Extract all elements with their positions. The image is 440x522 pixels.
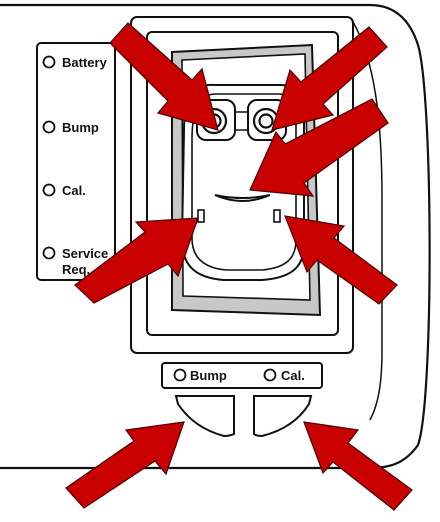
bottom-bump-label: Bump — [190, 368, 227, 383]
cal-led-icon — [42, 183, 56, 197]
left-latch — [197, 209, 205, 223]
arrow-right-button-icon — [303, 421, 413, 511]
battery-led-icon — [42, 55, 56, 69]
arrow-left-port — [109, 22, 219, 131]
right-port-core-icon — [258, 113, 274, 129]
right-button[interactable] — [253, 395, 313, 438]
arrow-right-port — [271, 26, 388, 131]
arrow-right-latch — [284, 215, 398, 305]
indicator-bump: Bump — [42, 120, 99, 135]
bottom-indicator-cal: Cal. — [263, 368, 305, 383]
side-indicator-panel — [36, 42, 116, 281]
bump-led-icon — [42, 120, 56, 134]
bottom-cal-led-icon — [263, 368, 277, 382]
indicator-service: Service Req. — [42, 246, 108, 277]
arrow-left-button — [65, 421, 185, 509]
service-label-line2: Req. — [62, 262, 90, 277]
arrow-right-latch-icon — [284, 215, 398, 305]
battery-label: Battery — [62, 55, 108, 70]
left-button[interactable] — [174, 395, 235, 438]
arrow-left-button-icon — [65, 421, 185, 509]
cal-label: Cal. — [62, 183, 86, 198]
bottom-cal-label: Cal. — [281, 368, 305, 383]
arrow-slot-icon — [249, 98, 389, 197]
right-latch — [273, 209, 281, 223]
bottom-indicator-panel — [161, 362, 323, 389]
indicator-cal: Cal. — [42, 183, 86, 198]
bottom-indicator-bump: Bump — [173, 368, 227, 383]
service-led-icon — [42, 246, 56, 260]
arrow-left-latch — [74, 217, 199, 304]
sensor-slot — [214, 194, 271, 202]
arrow-right-button — [303, 421, 413, 511]
arrow-slot — [249, 98, 389, 197]
service-label-line1: Service — [62, 246, 108, 261]
device-body-outline — [0, 3, 431, 470]
display-inner-frame — [146, 31, 339, 336]
port-bridge — [235, 111, 248, 131]
arrow-left-port-icon — [109, 22, 219, 131]
arrow-left-latch-icon — [74, 217, 199, 304]
device-body-inner-line — [351, 19, 383, 421]
sensor-housing-inner — [191, 93, 297, 271]
bottom-bump-led-icon — [173, 368, 187, 382]
bump-label: Bump — [62, 120, 99, 135]
indicator-battery: Battery — [42, 55, 108, 70]
arrow-right-port-icon — [271, 26, 388, 131]
display-outer-frame — [130, 16, 354, 354]
